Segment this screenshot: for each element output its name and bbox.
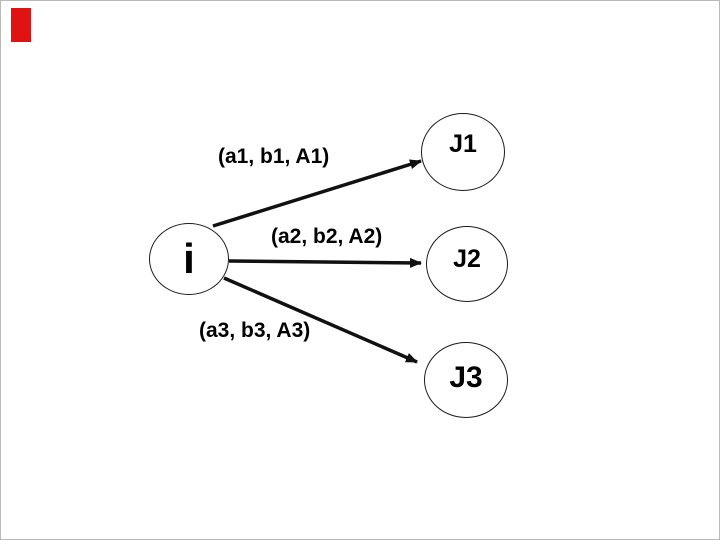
edge-label-3: (a3, b3, A3): [199, 319, 311, 342]
node-i: i: [149, 223, 229, 295]
edge-label-2: (a2, b2, A2): [271, 225, 383, 248]
red-marker-rectangle: [11, 8, 31, 42]
node-j1-label: J1: [449, 129, 477, 158]
node-j2: J2: [426, 226, 508, 302]
node-i-label: i: [183, 235, 195, 282]
edge-label-1: (a1, b1, A1): [218, 145, 330, 168]
node-j1: J1: [421, 113, 505, 191]
edge-i-j3: [223, 276, 418, 364]
node-j3: J3: [424, 342, 508, 418]
node-j3-label: J3: [449, 361, 483, 394]
edge-i-j1: [212, 159, 422, 228]
edge-i-j2: [228, 257, 422, 268]
node-j2-label: J2: [453, 244, 481, 273]
